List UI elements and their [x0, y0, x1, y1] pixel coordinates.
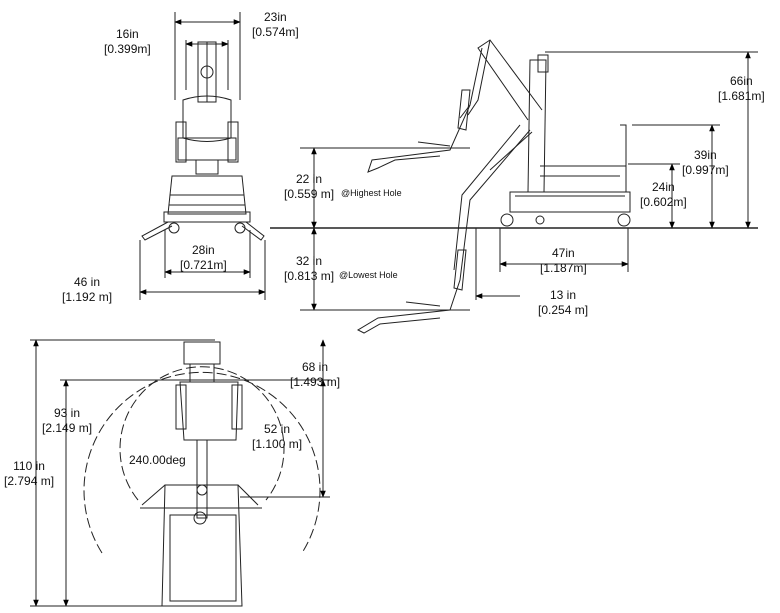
overall-length-label: 110 in [2.794 m]	[4, 459, 54, 489]
swing-length-label: 93 in [2.149 m]	[42, 406, 92, 436]
swing-angle-label: 240.00deg	[129, 453, 186, 467]
inner-radius-label: 52 in [1.100 m]	[252, 422, 302, 452]
lift-above-imperial: 22 in	[296, 172, 323, 186]
mast-height-label: 66in [1.681m]	[718, 74, 765, 104]
front-view	[139, 12, 266, 300]
base-open-metric: [1.192 m]	[62, 290, 113, 304]
seat-width-imperial: 16in	[116, 27, 139, 41]
base-closed-imperial: 28in	[192, 243, 215, 257]
seat-height-label: 24in [0.602m]	[640, 180, 687, 210]
seat-width-label: 16in [0.399m]	[104, 27, 151, 57]
base-closed-label: 28in [0.721m]	[180, 243, 227, 273]
overall-length-imperial: 110 in	[13, 459, 45, 473]
overall-width-imperial: 23in	[264, 10, 287, 24]
overall-length-metric: [2.794 m]	[4, 474, 55, 488]
seat-height-metric: [0.602m]	[640, 195, 687, 209]
highest-hole-note: @Highest Hole	[341, 188, 402, 198]
top-view	[30, 339, 330, 607]
handle-height-imperial: 39in	[694, 148, 717, 162]
lowest-hole-note: @Lowest Hole	[339, 270, 398, 280]
lift-below-label: 32 in [0.813 m]	[284, 254, 334, 284]
inner-radius-imperial: 52 in	[264, 422, 291, 436]
base-closed-metric: [0.721m]	[180, 258, 227, 272]
mast-height-imperial: 66in	[730, 74, 753, 88]
seat-height-imperial: 24in	[652, 180, 675, 194]
base-open-imperial: 46 in	[74, 275, 101, 289]
swing-length-metric: [2.149 m]	[42, 421, 93, 435]
reach-imperial: 13 in	[550, 288, 577, 302]
reach-label: 13 in [0.254 m]	[538, 288, 588, 318]
inner-radius-metric: [1.100 m]	[252, 437, 303, 451]
base-open-label: 46 in [1.192 m]	[62, 275, 112, 305]
reach-metric: [0.254 m]	[538, 303, 589, 317]
overall-width-label: 23in [0.574m]	[252, 10, 299, 40]
outer-radius-imperial: 68 in	[302, 360, 329, 374]
lift-below-imperial: 32 in	[296, 254, 323, 268]
seat-width-metric: [0.399m]	[104, 42, 151, 56]
lift-below-metric: [0.813 m]	[284, 269, 335, 283]
lift-above-metric: [0.559 m]	[284, 187, 335, 201]
handle-height-metric: [0.997m]	[682, 163, 729, 177]
base-length-metric: [1.187m]	[540, 261, 587, 275]
outer-radius-metric: [1.493 m]	[290, 375, 341, 389]
handle-height-label: 39in [0.997m]	[682, 148, 729, 178]
mast-height-metric: [1.681m]	[718, 89, 765, 103]
base-length-imperial: 47in	[552, 246, 575, 260]
overall-width-metric: [0.574m]	[252, 25, 299, 39]
base-length-label: 47in [1.187m]	[540, 246, 587, 276]
outer-radius-label: 68 in [1.493 m]	[290, 360, 340, 390]
lift-above-label: 22 in [0.559 m]	[284, 172, 334, 202]
side-view	[270, 39, 758, 334]
swing-length-imperial: 93 in	[54, 406, 81, 420]
